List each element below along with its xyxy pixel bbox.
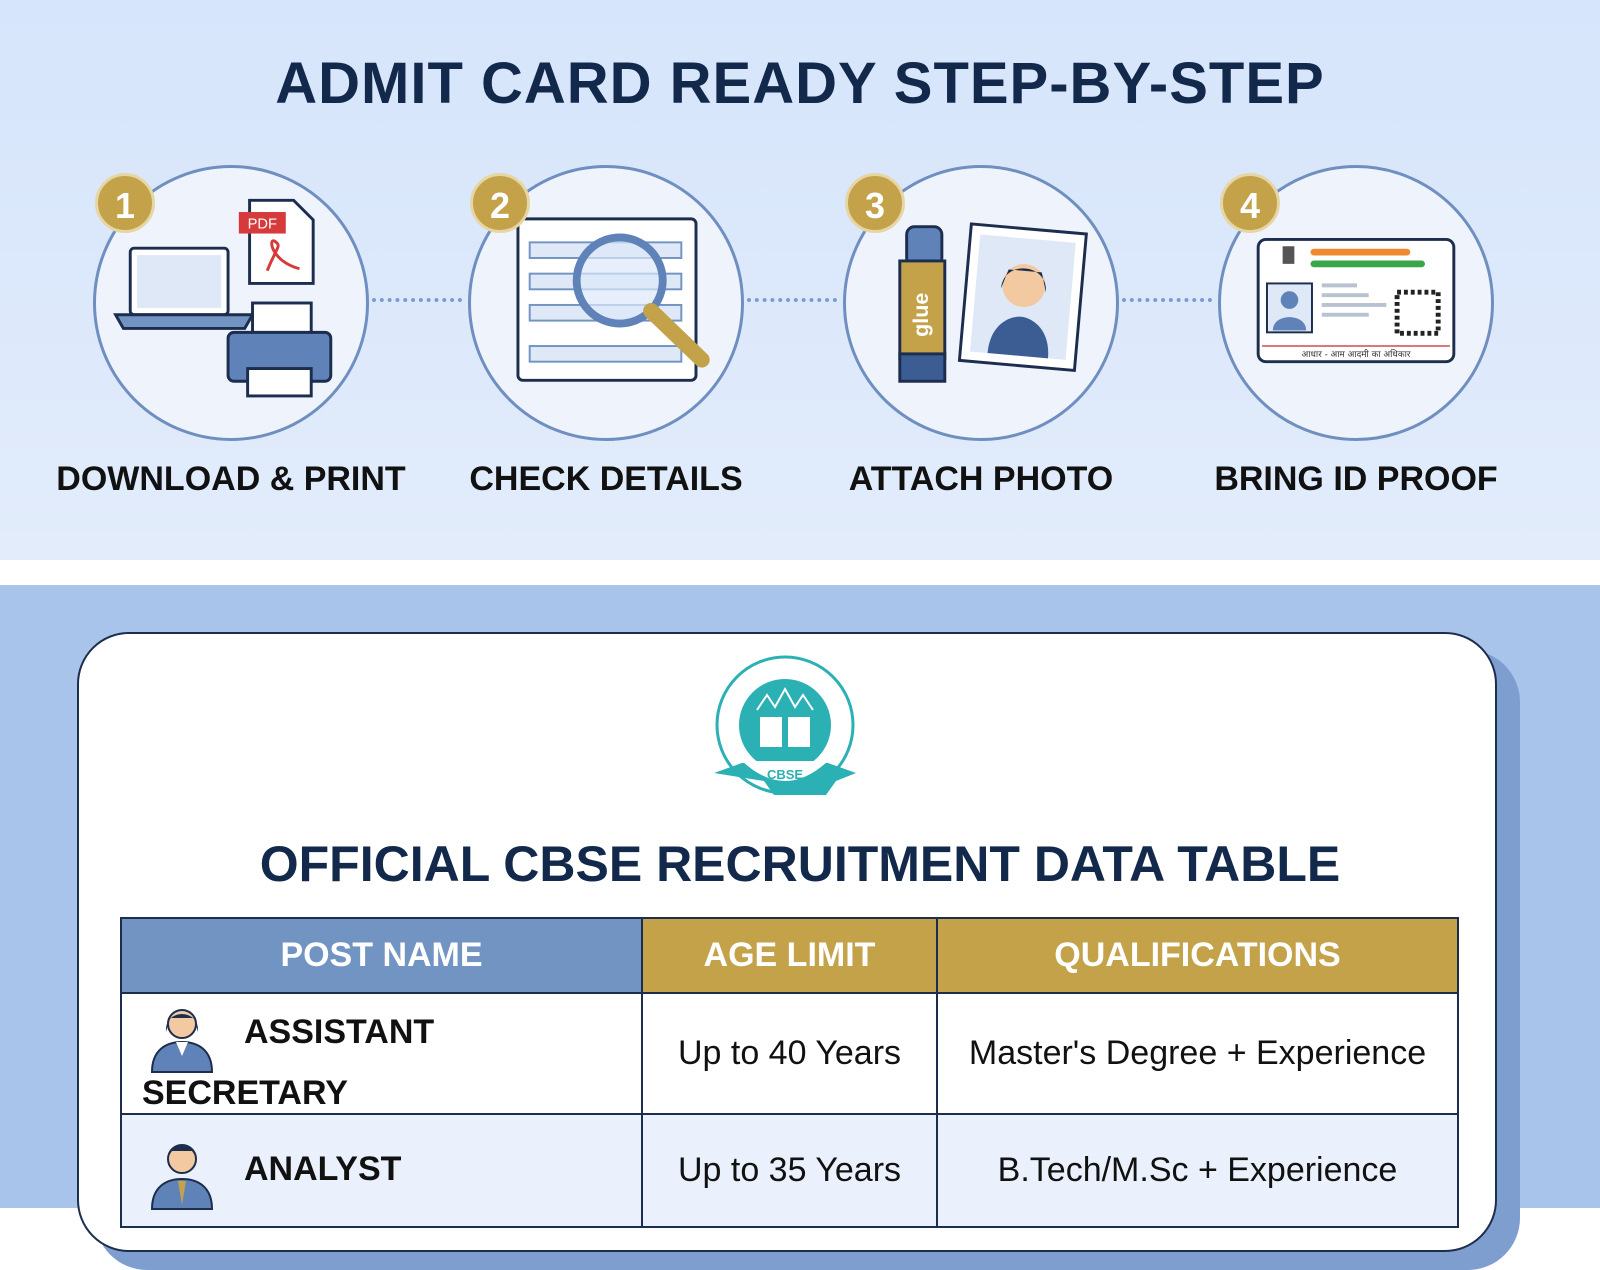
- cbse-logo: CBSE: [714, 655, 856, 795]
- post-cell: ASSISTANT SECRETARY: [120, 992, 643, 1115]
- step-connector: [747, 298, 837, 302]
- header-post-name: POST NAME: [120, 917, 643, 994]
- step-3-label: ATTACH PHOTO: [848, 460, 1114, 498]
- document-magnifier-icon: [516, 217, 710, 382]
- qualification-cell: B.Tech/M.Sc + Experience: [936, 1113, 1459, 1228]
- female-officer-icon: [150, 1009, 214, 1073]
- aadhaar-card-icon: आधार - आम आदमी का अधिकार: [1256, 237, 1456, 364]
- page-title: ADMIT CARD READY STEP-BY-STEP: [275, 51, 1325, 116]
- step-1-label: DOWNLOAD & PRINT: [56, 460, 406, 498]
- step-connector: [372, 298, 462, 302]
- post-name: ANALYST: [244, 1149, 402, 1188]
- step-3-badge: 3: [845, 173, 905, 233]
- header-qualifications: QUALIFICATIONS: [936, 917, 1459, 994]
- step-4-badge: 4: [1220, 173, 1280, 233]
- table-title: OFFICIAL CBSE RECRUITMENT DATA TABLE: [259, 836, 1341, 892]
- step-2-label: CHECK DETAILS: [469, 460, 743, 498]
- table-row: ANALYST Up to 35 Years B.Tech/M.Sc + Exp…: [120, 1113, 1459, 1228]
- laptop-printer-pdf-icon: PDF: [113, 198, 333, 398]
- table-row: ASSISTANT SECRETARY Up to 40 Years Maste…: [120, 992, 1459, 1115]
- recruitment-table: POST NAME AGE LIMIT QUALIFICATIONS ASSIS…: [120, 917, 1459, 1228]
- table-header-row: POST NAME AGE LIMIT QUALIFICATIONS: [120, 917, 1459, 994]
- age-cell: Up to 35 Years: [641, 1113, 938, 1228]
- svg-text:आधार - आम आदमी का अधिकार: आधार - आम आदमी का अधिकार: [1302, 349, 1411, 360]
- male-officer-icon: [150, 1143, 214, 1210]
- svg-text:CBSE: CBSE: [767, 767, 803, 782]
- svg-text:glue: glue: [909, 293, 933, 337]
- age-cell: Up to 40 Years: [641, 992, 938, 1115]
- step-connector: [1122, 298, 1212, 302]
- step-1-badge: 1: [95, 173, 155, 233]
- glue-stick-photo-icon: glue: [898, 222, 1088, 383]
- post-name: ASSISTANT SECRETARY: [142, 1012, 435, 1112]
- step-4-label: BRING ID PROOF: [1214, 460, 1498, 498]
- header-age-limit: AGE LIMIT: [641, 917, 938, 994]
- step-2-badge: 2: [470, 173, 530, 233]
- post-cell: ANALYST: [120, 1113, 643, 1228]
- qualification-cell: Master's Degree + Experience: [936, 992, 1459, 1115]
- svg-text:PDF: PDF: [248, 217, 277, 233]
